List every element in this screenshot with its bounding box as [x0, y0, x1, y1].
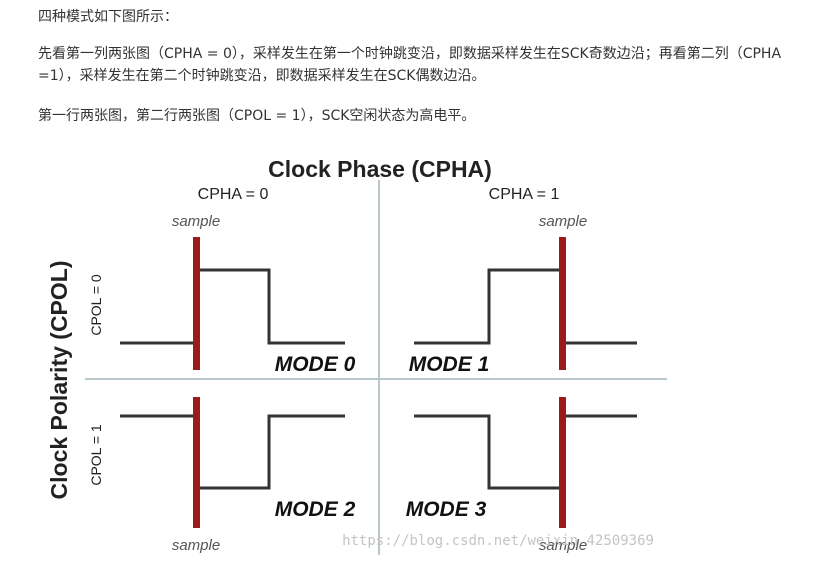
mode0-clock-waveform	[120, 268, 345, 345]
cpol1-label: CPOL = 1	[88, 424, 104, 486]
watermark-text: https://blog.csdn.net/weixin_42509369	[342, 533, 654, 549]
intro-text: 四种模式如下图所示：	[38, 9, 178, 25]
mode1-label: MODE 1	[409, 353, 490, 376]
mode3-sample-bar	[559, 397, 566, 528]
mode0-label: MODE 0	[275, 353, 356, 376]
spi-modes-diagram: Clock Phase (CPHA) CPHA = 0 CPHA = 1 Clo…	[46, 156, 667, 555]
cpha-explanation-text: 先看第一列两张图（CPHA = 0），采样发生在第一个时钟跳变沿，即数据采样发生…	[38, 46, 782, 84]
mode3-clock-waveform	[414, 414, 637, 490]
mode2-clock-waveform	[120, 414, 345, 490]
sample-label-top-right: sample	[539, 213, 587, 230]
cpol-explanation-text: 第一行两张图，第二行两张图（CPOL = 1），SCK空闲状态为高电平。	[38, 108, 476, 124]
mode1-sample-bar	[559, 237, 566, 370]
mode2-label: MODE 2	[275, 498, 356, 521]
mode2-sample-bar	[193, 397, 200, 528]
sample-label-top-left: sample	[172, 213, 220, 230]
cpol-axis-label: Clock Polarity (CPOL)	[46, 261, 72, 500]
mode3-label: MODE 3	[406, 498, 487, 521]
cpol0-label: CPOL = 0	[88, 274, 104, 336]
figure-title: Clock Phase (CPHA)	[268, 156, 492, 182]
sample-label-bottom-right: sample	[539, 537, 587, 554]
cpha0-label: CPHA = 0	[198, 186, 269, 203]
sample-label-bottom-left: sample	[172, 537, 220, 554]
cpha1-label: CPHA = 1	[489, 186, 560, 203]
mode1-clock-waveform	[414, 268, 637, 345]
mode0-sample-bar	[193, 237, 200, 370]
